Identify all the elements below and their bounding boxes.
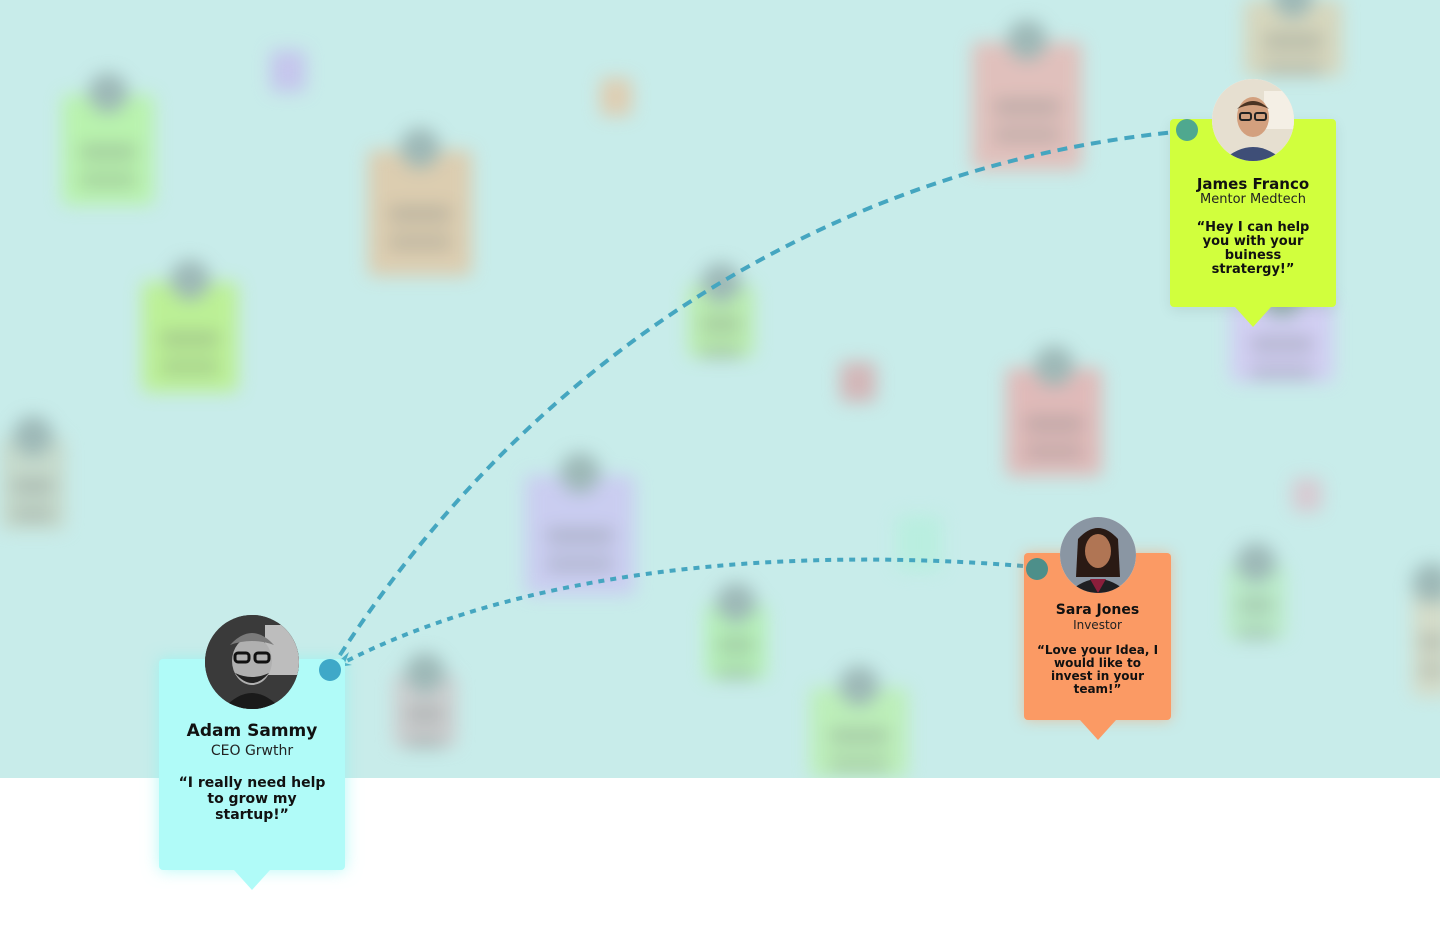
blurred-card	[393, 653, 457, 747]
blurred-card	[1244, 0, 1342, 76]
blurred-card	[368, 128, 472, 276]
avatar-adam	[205, 615, 299, 709]
blurred-card	[705, 583, 767, 679]
profile-role: Investor	[1073, 618, 1122, 632]
speech-tail	[1235, 307, 1271, 327]
blurred-card	[840, 362, 876, 402]
blurred-card	[62, 73, 154, 205]
blurred-card	[1412, 563, 1440, 697]
blurred-card	[1006, 346, 1102, 476]
avatar-sara	[1059, 517, 1136, 593]
profile-card-adam[interactable]: Adam Sammy CEO Grwthr “I really need hel…	[159, 615, 345, 890]
speech-tail	[1079, 720, 1116, 740]
profile-quote: “Hey I can help you with your buiness st…	[1196, 220, 1310, 277]
blurred-card	[688, 263, 754, 357]
profile-name: Adam Sammy	[186, 721, 318, 741]
profile-quote: “I really need help to grow my startup!”	[178, 775, 326, 823]
blurred-card	[972, 20, 1082, 170]
profile-role: Mentor Medtech	[1200, 192, 1306, 207]
blurred-card	[1292, 478, 1322, 512]
profile-name: Sara Jones	[1055, 602, 1140, 618]
connector-dot[interactable]	[1176, 119, 1198, 141]
blurred-card	[0, 416, 66, 530]
profile-card-sara[interactable]: Sara Jones Investor “Love your Idea, I w…	[1024, 517, 1171, 740]
avatar-james	[1212, 79, 1294, 161]
blurred-card	[896, 515, 942, 571]
speech-tail	[234, 870, 270, 890]
blurred-card	[525, 453, 635, 595]
blurred-card	[810, 666, 908, 778]
profile-role: CEO Grwthr	[210, 743, 294, 759]
blurred-card	[600, 78, 632, 116]
profile-quote: “Love your Idea, I would like to invest …	[1036, 643, 1159, 696]
connector-dot[interactable]	[1026, 558, 1048, 580]
blurred-card	[270, 50, 306, 92]
blurred-card	[142, 260, 238, 392]
profile-name: James Franco	[1196, 175, 1310, 193]
profile-card-james[interactable]: James Franco Mentor Medtech “Hey I can h…	[1170, 79, 1336, 327]
connector-dot[interactable]	[319, 659, 341, 681]
blurred-card	[1226, 543, 1286, 639]
